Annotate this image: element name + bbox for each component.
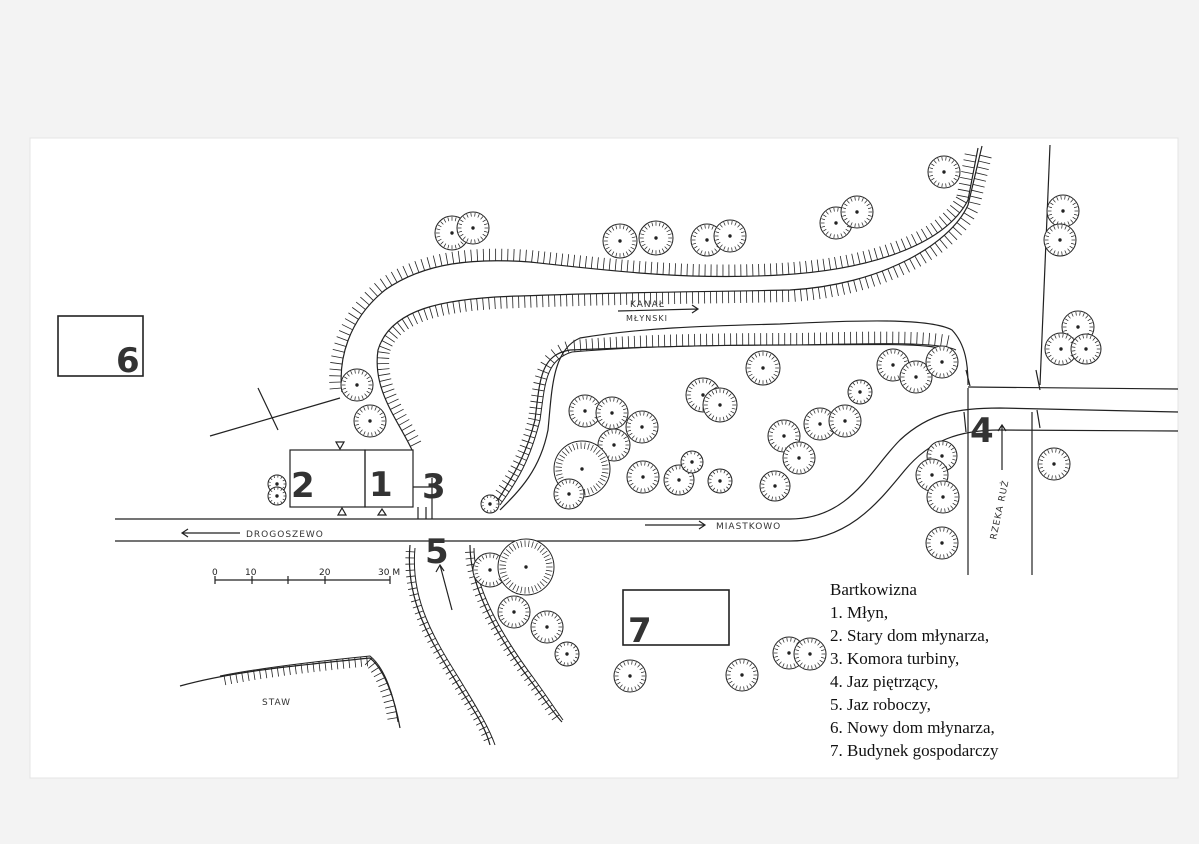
road-branch [967, 386, 1179, 390]
tree-icon [497, 538, 555, 596]
mill-marker-bottom [336, 506, 348, 516]
tree-icon [553, 478, 585, 510]
tree-icon [456, 211, 490, 245]
tree-icon [840, 195, 874, 229]
scale-bar [214, 576, 391, 584]
river-upper-bank [1039, 144, 1051, 386]
tree-icon [568, 394, 602, 428]
weir-4-marks [963, 369, 1041, 433]
label-4: 4 [970, 411, 994, 451]
island-contour [499, 320, 969, 511]
tree-icon [1046, 194, 1080, 228]
road-upper-edge [115, 407, 1179, 520]
scale-30: 30 M [378, 568, 400, 578]
building-6-new-house [57, 315, 144, 377]
label-miastkowo: MIASTKOWO [716, 522, 781, 532]
tree-icon [847, 379, 873, 405]
arrow-miastkowo [645, 520, 707, 530]
mill-marker-small [376, 507, 388, 516]
tree-icon [595, 396, 629, 430]
tree-icon [663, 464, 695, 496]
legend-item: 4. Jaz piętrzący, [830, 672, 939, 691]
tree-icon [530, 610, 564, 644]
tree-icon [828, 404, 862, 438]
legend-title: Bartkowizna [830, 580, 917, 599]
tree-icon [1044, 332, 1078, 366]
tree-icon [899, 360, 933, 394]
tree-icon [625, 410, 659, 444]
tree-icon [1070, 333, 1102, 365]
trees-group [267, 155, 1102, 693]
tree-icon [480, 494, 500, 514]
tree-icon [1037, 447, 1071, 481]
embankment-hatching [219, 153, 992, 746]
label-1: 1 [369, 465, 393, 505]
tree-icon [1043, 223, 1077, 257]
arrow-river [997, 423, 1007, 470]
mill-marker-top [334, 441, 346, 451]
tree-icon [602, 223, 638, 259]
legend-box: Bartkowizna 1. Młyn, 2. Stary dom młynar… [830, 578, 1070, 762]
tree-icon [725, 658, 759, 692]
arrow-drogoszewo [180, 528, 240, 538]
tree-icon [707, 468, 733, 494]
tree-icon [680, 450, 704, 474]
legend-item: 3. Komora turbiny, [830, 649, 960, 668]
legend-item: 5. Jaz roboczy, [830, 695, 931, 714]
label-7: 7 [628, 611, 652, 651]
fence-line [209, 387, 341, 437]
turbine-chamber [413, 478, 433, 519]
canal-outer-bank [340, 147, 979, 393]
label-6: 6 [116, 341, 140, 381]
tree-icon [497, 595, 531, 629]
tree-icon [638, 220, 674, 256]
tree-icon [782, 441, 816, 475]
scale-0: 0 [212, 568, 218, 578]
label-5: 5 [425, 532, 449, 572]
tree-icon [926, 480, 960, 514]
label-staw: STAW [262, 698, 291, 708]
legend-item: 1. Młyn, [830, 603, 889, 622]
legend-item: 2. Stary dom młynarza, [830, 626, 990, 645]
tree-icon [759, 470, 791, 502]
label-3: 3 [422, 467, 446, 507]
label-drogoszewo: DROGOSZEWO [246, 530, 324, 540]
tree-icon [793, 637, 827, 671]
tree-icon [597, 428, 631, 462]
road-lower-edge [115, 429, 1179, 542]
tree-icon [925, 526, 959, 560]
island-hatch-edge [494, 343, 946, 506]
tree-icon [702, 387, 738, 423]
legend-item: 6. Nowy dom młynarza, [830, 718, 995, 737]
label-mlynski: MŁYNSKI [626, 314, 668, 323]
tree-icon [613, 659, 647, 693]
legend-item: 7. Budynek gospodarczy [830, 741, 999, 760]
building-1-mill [364, 449, 414, 508]
tree-icon [745, 350, 781, 386]
label-2: 2 [291, 466, 315, 506]
tree-icon [353, 404, 387, 438]
canal-inner-bank [376, 145, 983, 451]
scale-20: 20 [319, 568, 331, 578]
tree-icon [927, 155, 961, 189]
label-kanal: KANAŁ [630, 300, 665, 310]
tree-icon [803, 407, 837, 441]
tree-icon [713, 219, 747, 253]
tree-icon [554, 641, 580, 667]
tree-icon [267, 486, 287, 506]
building-7-farm-building [622, 589, 730, 646]
arrow-tailrace [435, 563, 453, 611]
scale-10: 10 [245, 568, 257, 578]
tree-icon [340, 368, 374, 402]
tree-icon [626, 460, 660, 494]
arrow-kanal [617, 304, 700, 314]
tree-icon [925, 345, 959, 379]
